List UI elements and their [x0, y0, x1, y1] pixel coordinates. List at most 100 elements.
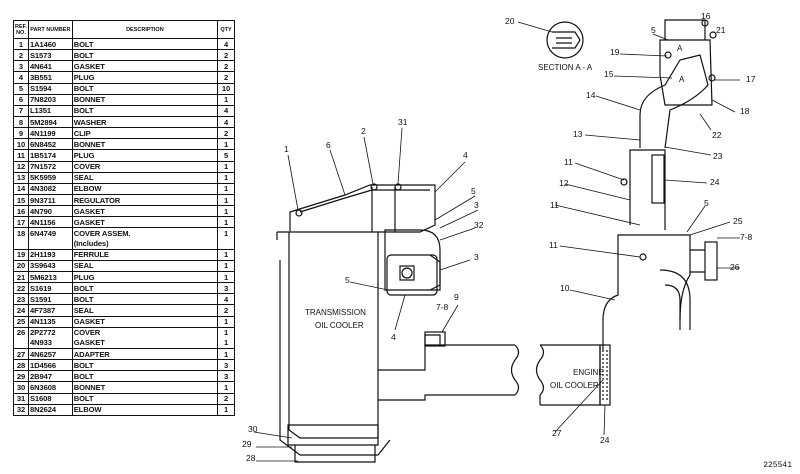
ref-cell — [13, 337, 29, 349]
side-gasket — [429, 254, 441, 291]
ref-cell: 28 — [13, 359, 29, 371]
bonnet-10-elbow — [602, 234, 691, 350]
qty-cell: 1 — [217, 248, 235, 261]
part-number-cell: 2H1193 — [28, 248, 73, 261]
part-number-cell: 6N8452 — [28, 138, 73, 150]
description-cell: BOLT — [72, 38, 219, 50]
part-number-cell: S1619 — [28, 282, 73, 294]
ref-cell: 20 — [13, 259, 29, 272]
qty-cell: 1 — [217, 160, 235, 173]
part-number-cell: 2B947 — [28, 370, 73, 382]
description-cell: BONNET — [72, 93, 219, 106]
drawing-number: 225541 — [763, 461, 792, 470]
qty-cell: 4 — [217, 104, 235, 117]
section-mark-a-top: A — [677, 44, 683, 53]
bolt-17 — [708, 74, 716, 82]
ref-cell: 24 — [13, 304, 29, 317]
part-number-cell: 4F7387 — [28, 304, 73, 317]
description-cell: REGULATOR — [72, 193, 219, 206]
pipe-lower — [378, 344, 515, 401]
callout-number: 10 — [560, 283, 570, 293]
section-mark-a-bottom: A — [679, 75, 685, 84]
ref-cell: 21 — [13, 270, 29, 283]
part-number-cell: 4N933 — [28, 337, 73, 349]
callout-number: 7-8 — [436, 302, 449, 312]
part-number-cell: 2P2772 — [28, 326, 73, 338]
ref-cell: 6 — [13, 93, 29, 106]
qty-cell: 4 — [223, 39, 229, 49]
section-label: SECTION A - A — [538, 63, 593, 72]
part-number-cell: 8N2624 — [28, 403, 73, 416]
cover-26-flange — [690, 249, 705, 273]
part-number-cell: 7N8203 — [28, 93, 73, 106]
callout-number: 23 — [713, 151, 723, 161]
qty-cell: 3 — [217, 359, 235, 371]
qty-cell: 1 — [223, 338, 229, 348]
return-elbow — [659, 269, 691, 330]
ref-cell: 5 — [13, 82, 29, 95]
qty-cell: 1 — [217, 403, 235, 416]
header-ref-no: REF. NO. — [13, 20, 29, 39]
description-cell: COVER — [72, 326, 219, 338]
ref-cell: 1 — [13, 38, 29, 50]
callout-number: 19 — [610, 47, 620, 57]
bonnet-lip — [299, 189, 430, 213]
ref-cell: 4 — [13, 71, 29, 84]
qty-cell: 1 — [217, 227, 235, 239]
header-description: DESCRIPTION — [72, 20, 219, 39]
qty-cell: 2 — [217, 304, 235, 317]
callout-number: 5 — [471, 186, 476, 196]
ref-cell — [13, 238, 29, 250]
description-cell: GASKET — [72, 60, 219, 72]
transmission-cooler-label-1: TRANSMISSION — [305, 308, 366, 317]
description-cell: CLIP — [72, 127, 219, 139]
ref-cell: 11 — [13, 149, 29, 162]
plug-11-b — [639, 253, 647, 261]
callout-number: 22 — [712, 130, 722, 140]
part-number-cell: 4N1199 — [28, 127, 73, 139]
table-row: (Includes) — [13, 238, 235, 250]
callout-number: 25 — [733, 216, 743, 226]
ref-cell: 8 — [13, 115, 29, 128]
ref-cell: 12 — [13, 160, 29, 173]
part-number-cell: 4N1156 — [28, 216, 73, 228]
callout-number: 15 — [604, 69, 614, 79]
part-number-cell: 4N6257 — [28, 347, 73, 360]
description-cell: GASKET — [72, 337, 219, 349]
part-number-cell: 6N3608 — [28, 381, 73, 393]
bolt-head-1 — [295, 209, 303, 217]
callout-number: 26 — [730, 262, 740, 272]
qty-cell: 10 — [217, 82, 235, 95]
qty-cell: 1 — [217, 205, 235, 217]
callout-number: 31 — [398, 117, 408, 127]
part-number-cell: 4N790 — [28, 205, 73, 217]
cover-assembly-18 — [659, 19, 713, 106]
callout-number: 21 — [716, 25, 726, 35]
description-cell: BOLT — [72, 104, 219, 117]
part-number-cell — [28, 238, 73, 250]
qty-cell: 1 — [217, 216, 235, 228]
section-detail-circle — [546, 21, 584, 59]
qty-cell: 1 — [217, 182, 235, 195]
ref-cell: 10 — [13, 138, 29, 150]
description-cell: ELBOW — [72, 182, 219, 195]
ref-cell: 32 — [13, 403, 29, 416]
description-cell: PLUG — [72, 270, 219, 283]
transmission-cooler-body — [288, 232, 379, 439]
ref-cell: 31 — [13, 392, 29, 405]
qty-cell: 1 — [217, 315, 235, 328]
callout-number: 4 — [463, 150, 468, 160]
part-number-cell: 7N1572 — [28, 160, 73, 173]
